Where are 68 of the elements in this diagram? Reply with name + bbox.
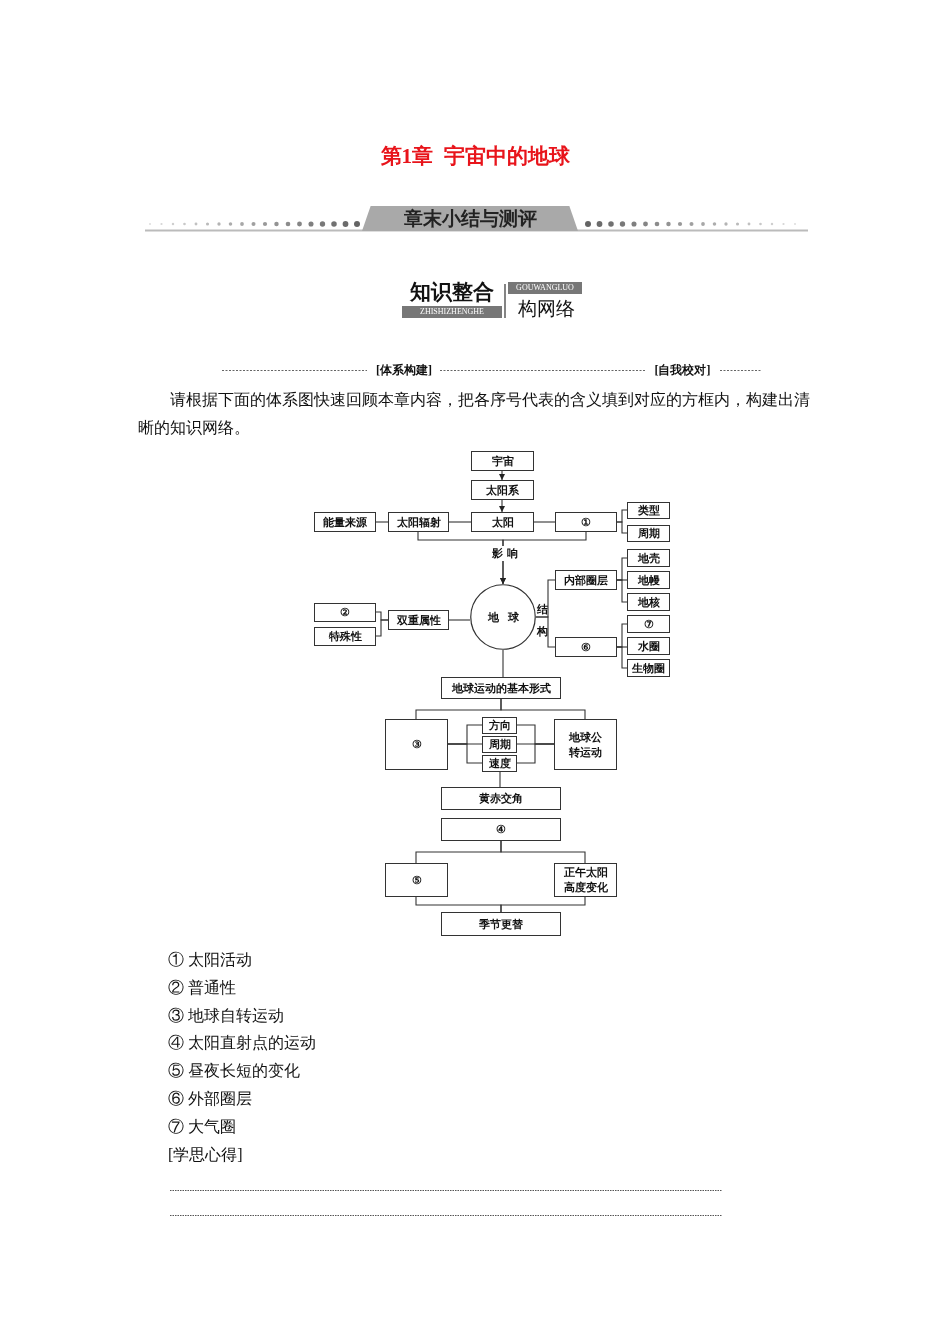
connector bbox=[616, 646, 628, 669]
concept-box: 太阳系 bbox=[471, 480, 534, 500]
concept-box: ⑦ bbox=[627, 615, 670, 633]
concept-box: 地幔 bbox=[627, 571, 670, 589]
answer-text: ⑤ 昼夜长短的变化 bbox=[168, 1061, 300, 1082]
heading-text: 知识整合 bbox=[409, 280, 495, 304]
concept-box: 速度 bbox=[482, 755, 517, 772]
connector bbox=[447, 743, 483, 764]
answer-text: ① 太阳活动 bbox=[168, 950, 252, 970]
answer-text: ② 普通性 bbox=[168, 977, 236, 998]
concept-box: 双重属性 bbox=[388, 610, 449, 630]
note-heading: [学思心得] bbox=[168, 1145, 243, 1165]
instruction-text: 请根据下面的体系图快速回顾本章内容，把各序号代表的含义填到对应的方框内，构建出清晰的知识网络。 bbox=[138, 390, 811, 438]
answer-text: ⑥ 外部圈层 bbox=[168, 1089, 252, 1109]
connector bbox=[375, 619, 389, 637]
answer-text: ⑦ 大气圈 bbox=[168, 1116, 236, 1137]
connector bbox=[616, 579, 628, 603]
connector bbox=[535, 616, 556, 648]
chapter-title: 第1章 宇宙中的地球 bbox=[379, 143, 571, 170]
subtitle-tag: GOUWANGLUO bbox=[508, 282, 582, 294]
concept-box: 周期 bbox=[482, 736, 517, 753]
connector bbox=[448, 619, 471, 621]
arrow bbox=[499, 470, 505, 481]
concept-box: 水圈 bbox=[627, 637, 670, 655]
concept-box: 生物圈 bbox=[627, 659, 670, 677]
subtitle-tag: ZHISHIZHENGHE bbox=[402, 306, 502, 318]
connector bbox=[500, 698, 586, 720]
connector bbox=[448, 521, 472, 523]
concept-box: ⑥ bbox=[555, 637, 617, 657]
edge-label: 结构 bbox=[536, 602, 548, 639]
connector bbox=[499, 771, 501, 788]
connector bbox=[533, 521, 556, 523]
concept-box: ⑤ bbox=[385, 863, 448, 897]
arrow bbox=[499, 499, 505, 513]
connector bbox=[502, 649, 504, 678]
concept-box: 内部圈层 bbox=[555, 570, 617, 590]
connector bbox=[516, 743, 555, 764]
concept-box: ① bbox=[555, 512, 617, 532]
concept-box: 特殊性 bbox=[314, 627, 376, 646]
connector bbox=[375, 521, 389, 523]
concept-box: ② bbox=[314, 603, 376, 622]
concept-box: 太阳辐射 bbox=[388, 512, 449, 532]
concept-box: 方向 bbox=[482, 717, 517, 734]
section-tag: [体系构建] bbox=[368, 362, 440, 378]
earth-circle: 地球 bbox=[470, 584, 536, 650]
concept-box: 地壳 bbox=[627, 549, 670, 567]
concept-box: ③ bbox=[385, 719, 448, 770]
connector bbox=[500, 896, 586, 913]
heading-text: 构网络 bbox=[516, 296, 576, 320]
connector bbox=[500, 840, 586, 864]
answer-text: ③ 地球自转运动 bbox=[168, 1005, 284, 1026]
concept-box: 地核 bbox=[627, 593, 670, 611]
concept-box: 能量来源 bbox=[314, 512, 376, 532]
concept-box: 地球公转运动 bbox=[554, 719, 617, 770]
concept-box: 太阳 bbox=[471, 512, 534, 532]
concept-box: 地球运动的基本形式 bbox=[441, 677, 561, 699]
concept-box: 季节更替 bbox=[441, 912, 561, 936]
concept-box: 宇宙 bbox=[471, 451, 534, 471]
concept-box: 正午太阳高度变化 bbox=[554, 863, 617, 897]
section-tag: [自我校对] bbox=[645, 362, 720, 378]
concept-box: 周期 bbox=[627, 525, 670, 542]
answer-text: ④ 太阳直射点的运动 bbox=[168, 1033, 316, 1054]
connector bbox=[616, 521, 628, 534]
concept-box: 类型 bbox=[627, 502, 670, 519]
section-banner: 章末小结与测评 bbox=[362, 206, 578, 231]
arrow bbox=[500, 531, 587, 585]
concept-box: ④ bbox=[441, 818, 561, 841]
concept-box: 黄赤交角 bbox=[441, 787, 561, 810]
